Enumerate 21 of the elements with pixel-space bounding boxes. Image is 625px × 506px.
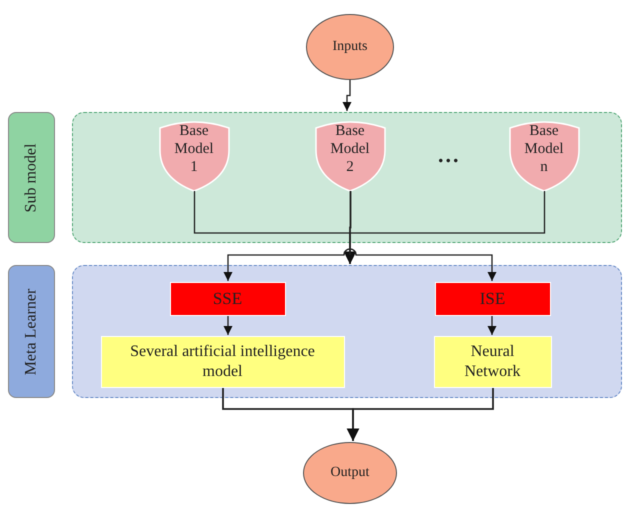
process-box: SSE [170,282,286,316]
side-label-tab: Sub model [8,112,55,243]
dashed-group-panel [72,265,622,398]
shield-node: Base Model 2 [314,120,386,192]
connector-arrow [345,191,546,264]
shield-node: Base Model n [508,120,580,192]
process-box: ISE [434,282,550,316]
connector-arrow [344,191,356,264]
ellipsis-text: ... [438,142,460,168]
side-label-tab: Meta Learner [8,265,55,398]
connector-arrow [487,316,497,335]
terminal-ellipse: Output [303,442,397,504]
terminal-ellipse: Inputs [306,14,394,80]
shield-node: Base Model 1 [158,120,230,192]
connector-arrow [342,80,352,111]
connector-arrow [346,388,494,441]
dashed-group-panel [72,112,622,243]
connector-arrow [223,316,233,335]
process-box: Neural Network [434,336,552,388]
process-box: Several artificial intelligence model [100,336,344,388]
connector-arrow [343,248,497,281]
